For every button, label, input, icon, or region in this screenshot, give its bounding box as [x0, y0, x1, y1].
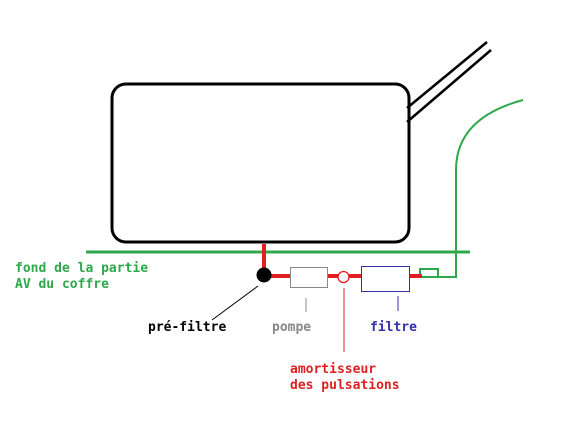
filler-neck-upper: [406, 41, 488, 109]
return-line: [419, 99, 524, 278]
floor-label-line2: AV du coffre: [15, 277, 109, 292]
damper-label-line2: des pulsations: [290, 378, 400, 393]
prefilter-label: pré-filtre: [148, 320, 226, 335]
prefilter-leader: [211, 285, 259, 321]
pump-box: [290, 267, 328, 288]
pump-label: pompe: [272, 320, 311, 335]
damper-circle: [337, 270, 350, 284]
prefilter-dot: [256, 267, 272, 283]
floor-label-line1: fond de la partie: [15, 261, 148, 276]
filter-box: [361, 266, 410, 292]
filter-label: filtre: [370, 320, 417, 335]
fuel-tank: [110, 82, 411, 244]
filler-neck-lower: [406, 49, 492, 123]
damper-label-line1: amortisseur: [290, 362, 376, 377]
